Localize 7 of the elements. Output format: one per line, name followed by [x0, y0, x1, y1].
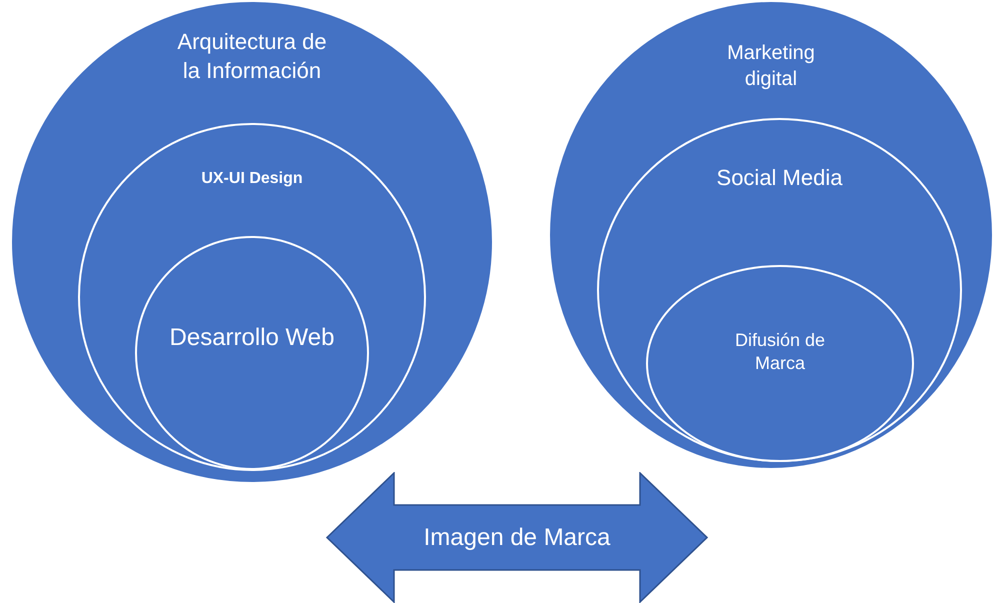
circle-label: Difusión de Marca	[734, 329, 826, 376]
circle-label: Social Media	[716, 164, 844, 192]
arrow-label: Imagen de Marca	[422, 522, 612, 553]
circle-label: UX-UI Design	[200, 169, 304, 189]
circle-label: Desarrollo Web	[168, 323, 336, 353]
circle-label: Marketing digital	[726, 41, 816, 92]
circle-label: Arquitectura de la Información	[176, 28, 328, 85]
